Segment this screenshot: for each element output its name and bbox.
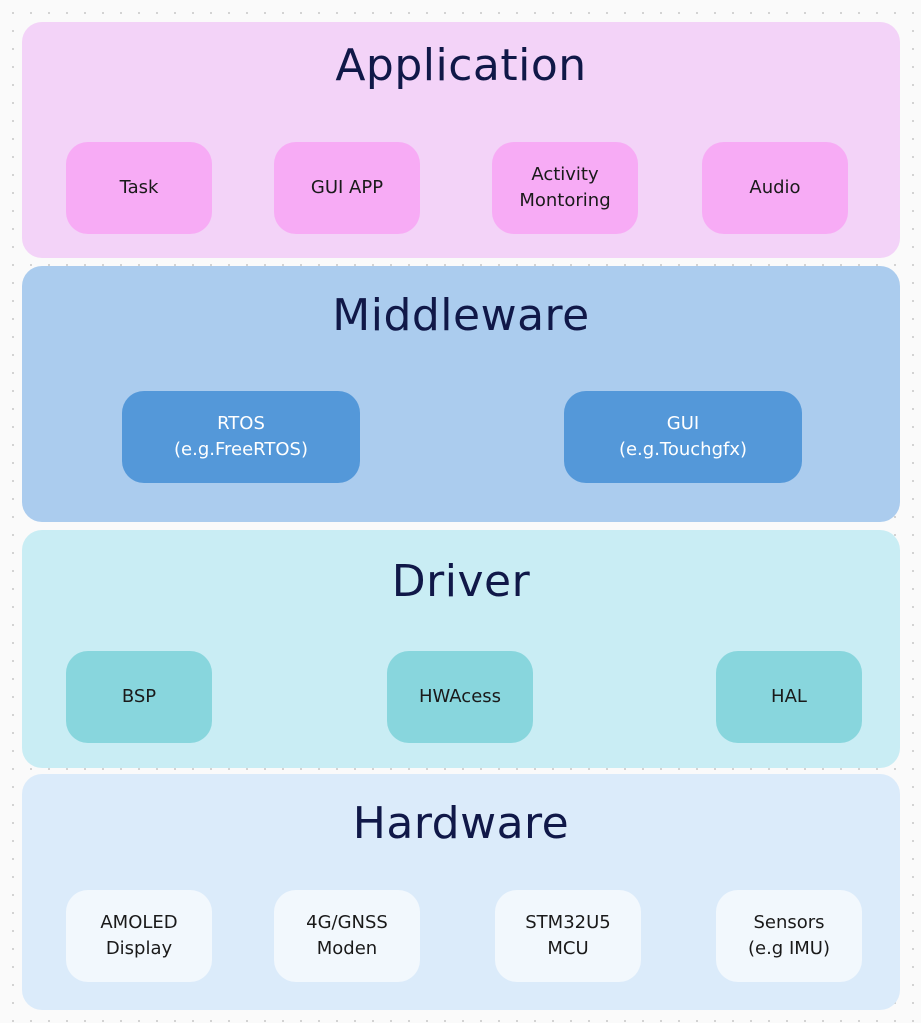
middleware-layer: Middleware RTOS (e.g.FreeRTOS) GUI (e.g.… xyxy=(22,266,900,522)
mcu-box: STM32U5 MCU xyxy=(495,890,641,982)
gui-app-label: GUI APP xyxy=(310,177,384,198)
middleware-title: Middleware xyxy=(332,290,590,341)
modem-box: 4G/GNSS Moden xyxy=(274,890,420,982)
mcu-label-line1: STM32U5 xyxy=(525,912,611,933)
sensors-box: Sensors (e.g IMU) xyxy=(716,890,862,982)
hwacess-label: HWAcess xyxy=(418,686,502,707)
audio-box: Audio xyxy=(702,142,848,234)
mcu-label-line2: MCU xyxy=(547,938,589,959)
gui-label-line1: GUI xyxy=(666,413,700,434)
sensors-label-line2: (e.g IMU) xyxy=(747,938,830,959)
activity-monitoring-label-line1: Activity xyxy=(531,164,599,185)
hardware-title: Hardware xyxy=(352,798,570,849)
modem-label-line1: 4G/GNSS xyxy=(306,912,388,933)
hal-box: HAL xyxy=(716,651,862,743)
sensors-label-line1: Sensors xyxy=(753,912,825,933)
application-layer: Application Task GUI APP Activity Montor… xyxy=(22,22,900,258)
bsp-label: BSP xyxy=(121,686,157,707)
driver-layer: Driver BSP HWAcess HAL xyxy=(22,530,900,768)
bsp-box: BSP xyxy=(66,651,212,743)
gui-app-box: GUI APP xyxy=(274,142,420,234)
rtos-label-line1: RTOS xyxy=(217,413,265,434)
application-title: Application xyxy=(335,40,587,91)
gui-box: GUI (e.g.Touchgfx) xyxy=(564,391,802,483)
hardware-layer: Hardware AMOLED Display 4G/GNSS Moden ST… xyxy=(22,774,900,1010)
audio-label: Audio xyxy=(749,177,801,198)
amoled-display-label-line2: Display xyxy=(105,938,173,959)
hwacess-box: HWAcess xyxy=(387,651,533,743)
rtos-box: RTOS (e.g.FreeRTOS) xyxy=(122,391,360,483)
rtos-label-line2: (e.g.FreeRTOS) xyxy=(174,439,308,460)
activity-monitoring-box: Activity Montoring xyxy=(492,142,638,234)
amoled-display-box: AMOLED Display xyxy=(66,890,212,982)
amoled-display-label-line1: AMOLED xyxy=(100,912,178,933)
gui-label-line2: (e.g.Touchgfx) xyxy=(618,439,748,460)
hal-label: HAL xyxy=(771,686,807,707)
task-label: Task xyxy=(119,177,159,198)
task-box: Task xyxy=(66,142,212,234)
modem-label-line2: Moden xyxy=(316,938,378,959)
activity-monitoring-label-line2: Montoring xyxy=(519,190,611,211)
driver-title: Driver xyxy=(391,556,531,607)
